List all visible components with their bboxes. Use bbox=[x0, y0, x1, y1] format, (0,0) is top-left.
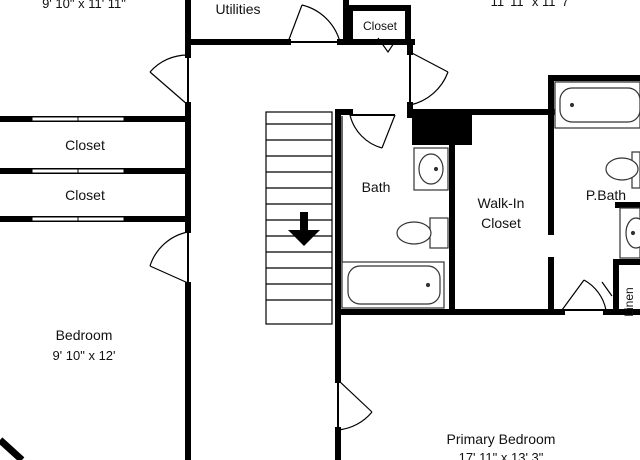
fixtures bbox=[341, 81, 640, 309]
walk-in-closet-label-line2: Closet bbox=[481, 215, 521, 231]
arrow-down-icon bbox=[288, 212, 320, 246]
bath-toilet bbox=[429, 217, 449, 249]
closet-top-label: Closet bbox=[363, 19, 398, 33]
bedroom-dimensions: 9' 10" x 12' bbox=[52, 348, 115, 363]
walk-in-closet-label-line1: Walk-In bbox=[478, 195, 525, 211]
chimney-block bbox=[412, 115, 472, 145]
closet-2-label: Closet bbox=[65, 187, 105, 203]
utilities-label: Utilities bbox=[215, 1, 260, 17]
closet-1-label: Closet bbox=[65, 137, 105, 153]
corner-wall bbox=[0, 437, 25, 460]
linen-label: Linen bbox=[622, 287, 636, 316]
top-right-room-dimensions: 11' 11" x 11' 7" bbox=[491, 0, 574, 9]
pbath-label: P.Bath bbox=[586, 187, 626, 203]
swing-doors bbox=[149, 4, 613, 431]
sliding-doors bbox=[31, 116, 125, 222]
primary-bedroom-dimensions: 17' 11" x 13' 3" bbox=[459, 450, 544, 460]
bath-label: Bath bbox=[362, 179, 391, 195]
primary-bedroom-label: Primary Bedroom bbox=[447, 431, 556, 447]
top-left-room-dimensions: 9' 10" x 11' 11" bbox=[42, 0, 126, 11]
staircase bbox=[265, 111, 333, 325]
bedroom-label: Bedroom bbox=[56, 327, 113, 343]
